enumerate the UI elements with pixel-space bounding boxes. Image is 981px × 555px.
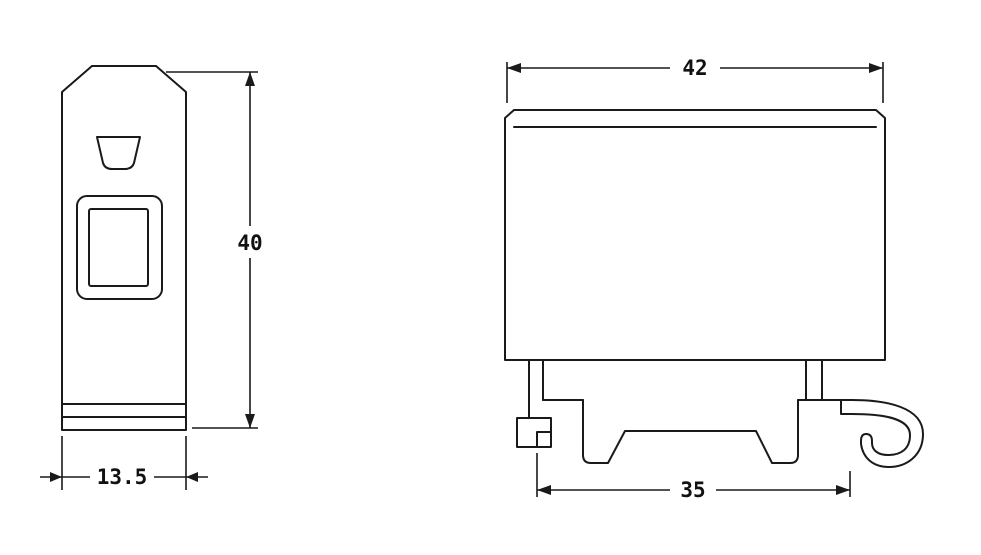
extension-lines <box>166 71 258 429</box>
arrowhead-left <box>537 485 551 495</box>
arrowhead-up <box>245 72 255 86</box>
arrowhead-left <box>186 472 198 482</box>
dimension-label-side-width: 13.5 <box>97 465 148 489</box>
base-band-lines <box>61 403 187 418</box>
foot-right-slot-lines <box>805 359 823 401</box>
side-view <box>61 65 187 431</box>
dimension-label-side-height: 40 <box>237 231 262 255</box>
dimension-side-width: 13.5 <box>40 436 208 490</box>
foot-left-slot-lines <box>528 359 544 419</box>
din-rail-hook <box>821 399 924 468</box>
front-view-outline <box>504 109 886 361</box>
mounting-legs <box>582 399 799 464</box>
side-view-outline <box>61 65 187 431</box>
dimension-label-front-width: 42 <box>682 56 707 80</box>
dimension-rail-span: 35 <box>536 453 851 502</box>
arrowhead-right <box>869 63 883 73</box>
foot-left-tab-notch <box>536 431 552 448</box>
extension-lines <box>506 62 884 103</box>
clamp-window-inner <box>88 208 149 287</box>
arrowhead-right <box>50 472 62 482</box>
front-view <box>504 109 924 468</box>
arrowhead-right <box>836 485 850 495</box>
drawing-root: 40 13.5 <box>40 56 924 502</box>
arrowhead-left <box>507 63 521 73</box>
clamp-window-outer <box>76 195 163 300</box>
wire-entry-marker <box>96 136 141 170</box>
dimension-side-height: 40 <box>166 71 263 429</box>
dimension-label-rail-span: 35 <box>680 478 705 502</box>
foot-left-tab <box>516 417 552 448</box>
extension-lines <box>61 436 187 490</box>
dimension-front-width: 42 <box>506 56 884 103</box>
arrowhead-down <box>245 414 255 428</box>
